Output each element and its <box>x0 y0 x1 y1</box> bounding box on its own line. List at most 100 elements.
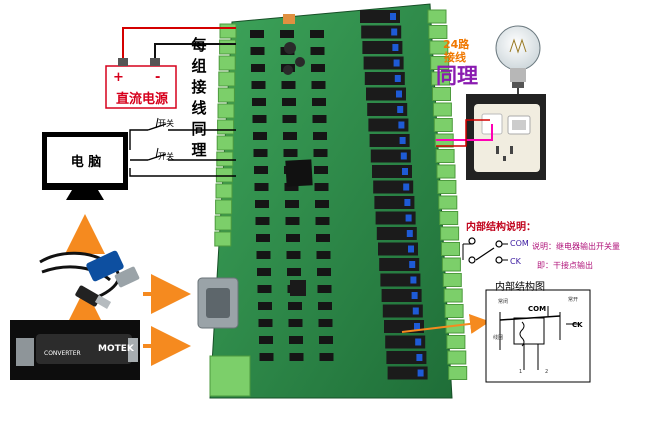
terminal-block <box>447 350 467 365</box>
ic-chip <box>257 285 272 293</box>
ic-chip <box>258 302 272 310</box>
terminal-block <box>446 335 466 349</box>
relay-indicator <box>397 106 404 113</box>
terminal-block <box>435 149 455 163</box>
terminal-block <box>217 87 235 103</box>
power-terminal <box>209 355 251 397</box>
capacitor <box>284 42 296 54</box>
ic-chip <box>310 47 325 55</box>
diagram-no-label: 常开 <box>568 297 579 303</box>
crystal <box>290 280 306 296</box>
ic-chip <box>287 268 301 276</box>
ic-chip <box>259 336 273 344</box>
fuse <box>283 14 295 24</box>
terminal-block <box>433 118 453 132</box>
relay-indicator <box>396 90 402 98</box>
relay-indicator <box>404 199 411 206</box>
relay-output-note: 说明：继电器输出开关量 <box>532 242 620 251</box>
ic-chip <box>314 166 328 174</box>
terminal-block <box>218 55 236 71</box>
power-supply-label: 直流电源 <box>115 92 168 107</box>
ic-chip <box>251 81 266 89</box>
ic-chip <box>311 81 326 89</box>
ic-chip <box>284 183 299 191</box>
chip-columns <box>250 30 334 361</box>
ic-chip <box>259 353 274 361</box>
power-plus-label: + <box>113 70 124 85</box>
relay-indicator <box>405 214 412 222</box>
converter-logo: MOTEK <box>98 344 134 354</box>
ic-chip <box>317 285 332 293</box>
terminal-block <box>217 103 235 119</box>
terminal-block <box>427 9 447 24</box>
relay-indicator <box>399 137 406 144</box>
ic-chip <box>285 200 299 208</box>
com-ck-symbol <box>462 237 508 264</box>
diagram-coil-label: 线圈 <box>493 335 504 341</box>
wiring-note-char: 每 <box>191 36 207 54</box>
ic-chip <box>254 183 269 191</box>
terminal-block <box>441 257 461 272</box>
ic-chip <box>318 302 332 310</box>
relay-indicator <box>393 59 400 67</box>
channels-note-line2: 接线 <box>444 51 466 64</box>
terminal-block <box>448 366 468 380</box>
terminal-block <box>431 71 451 86</box>
terminal-block <box>219 39 237 55</box>
terminal-block <box>432 102 452 117</box>
usb-serial-cable <box>39 250 140 309</box>
wall-socket-icon <box>466 94 546 180</box>
terminal-block <box>437 180 457 194</box>
diagram-title: 内部结构图 <box>495 282 545 293</box>
terminal-block <box>440 226 460 241</box>
ic-chip <box>317 268 331 276</box>
relay-indicator <box>391 28 398 36</box>
terminal-block <box>216 135 234 151</box>
internal-structure-title: 内部结构说明： <box>466 222 536 233</box>
wiring-note-char: 接 <box>191 78 207 96</box>
terminal-block <box>432 87 451 101</box>
relay-indicator <box>417 369 424 377</box>
ic-chip <box>257 268 271 276</box>
relay-indicator <box>400 152 407 160</box>
wiring-note-char: 理 <box>191 141 207 159</box>
diagram-nc-label: 常闭 <box>498 299 509 305</box>
ic-chip <box>252 98 266 106</box>
ic-chip <box>318 319 333 327</box>
relay-indicator <box>409 261 416 268</box>
diagram-com-label: COM <box>528 305 547 313</box>
relay-internal-diagram <box>485 289 591 383</box>
rs232-converter <box>10 320 140 380</box>
terminal-block <box>436 164 456 179</box>
ic-chip <box>255 200 269 208</box>
ck-label: CK <box>510 257 521 266</box>
terminal-block <box>215 199 233 215</box>
terminal-block <box>429 40 449 55</box>
ic-chip <box>289 353 304 361</box>
wiring-note-char: 同 <box>191 120 207 138</box>
ic-chip <box>319 353 334 361</box>
ic-chip <box>310 30 324 38</box>
relay-indicator <box>411 292 418 299</box>
relay-indicator <box>414 323 420 330</box>
wiring-note-char: 线 <box>191 99 207 117</box>
ic-chip <box>283 149 298 157</box>
terminal-block <box>439 211 459 225</box>
ic-chip <box>258 319 273 327</box>
terminal-block <box>215 183 233 199</box>
ic-chip <box>313 132 327 140</box>
terminal-block <box>430 56 450 70</box>
terminal-block <box>441 242 460 256</box>
diagram-pin1-label: 1 <box>519 369 523 375</box>
wiring-note-char: 组 <box>191 57 207 75</box>
terminal-block <box>442 273 462 287</box>
ic-chip <box>253 149 268 157</box>
relay-indicator <box>412 307 419 315</box>
terminal-block <box>428 25 448 39</box>
terminal-block <box>438 195 458 210</box>
relay-indicator <box>402 168 408 175</box>
relay-indicator <box>403 183 410 191</box>
capacitor <box>283 65 293 75</box>
ic-chip <box>314 183 329 191</box>
ic-chip <box>311 64 325 72</box>
